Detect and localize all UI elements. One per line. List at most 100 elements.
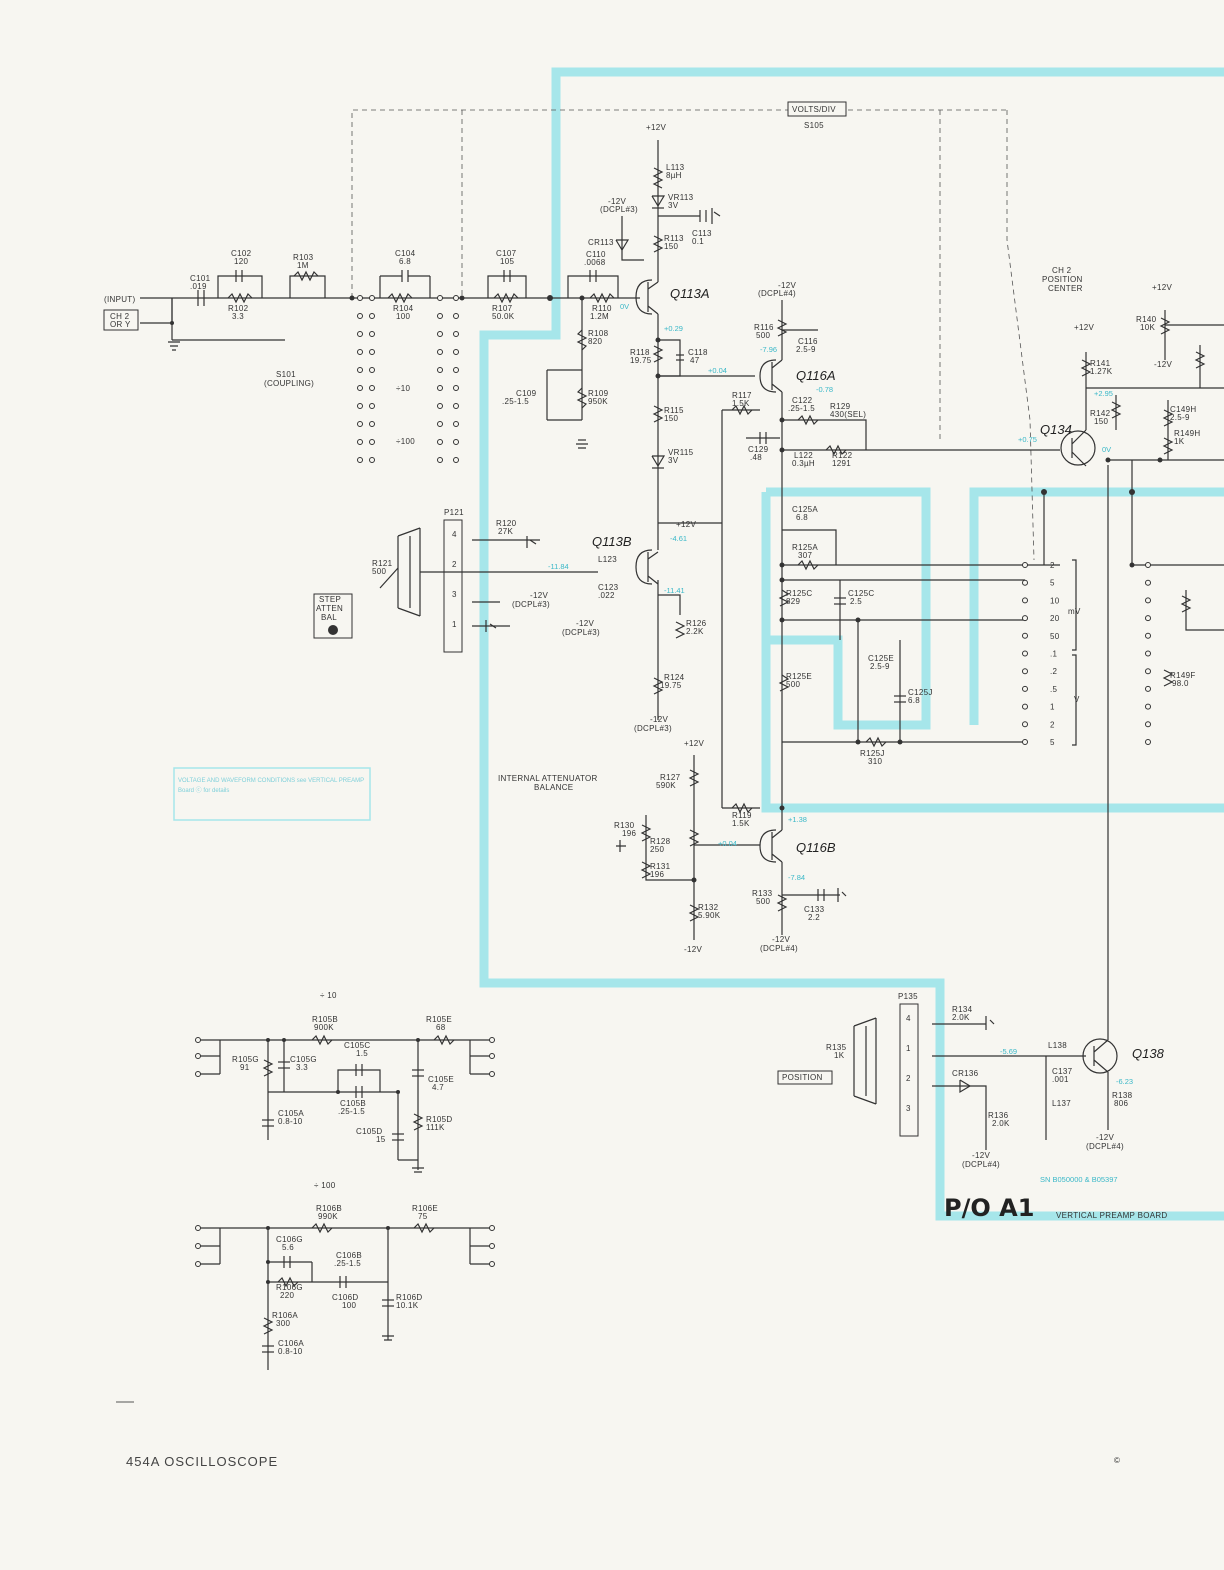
svg-text:R129: R129 — [830, 402, 851, 411]
svg-text:3.3: 3.3 — [232, 312, 244, 321]
board-name: VERTICAL PREAMP BOARD — [1056, 1211, 1168, 1220]
switch-contact — [357, 313, 363, 319]
svg-text:R117: R117 — [732, 391, 752, 400]
svg-text:820: 820 — [588, 337, 602, 346]
svg-text:L122: L122 — [794, 451, 813, 460]
svg-text:0.3µH: 0.3µH — [792, 459, 815, 468]
c101-ref: C101 — [190, 274, 211, 283]
input-section — [140, 270, 640, 441]
svg-text:C125C: C125C — [848, 589, 874, 598]
svg-text:C129: C129 — [748, 445, 769, 454]
svg-text:R118: R118 — [630, 348, 650, 357]
svg-text:75: 75 — [418, 1212, 428, 1221]
switch-contact — [1022, 739, 1028, 745]
svg-text:(DCPL#3): (DCPL#3) — [600, 205, 638, 214]
svg-text:(DCPL#4): (DCPL#4) — [758, 289, 796, 298]
switch-contact — [369, 457, 375, 463]
svg-text:R106A: R106A — [272, 1311, 298, 1320]
switch-contact — [357, 349, 363, 355]
svg-text:VR115: VR115 — [668, 448, 694, 457]
svg-text:2: 2 — [906, 1074, 911, 1083]
switch-contact — [369, 295, 375, 301]
svg-text:6.8: 6.8 — [908, 696, 920, 705]
switch-contact — [357, 421, 363, 427]
range-step-label: 20 — [1050, 614, 1060, 623]
svg-text:C118: C118 — [688, 348, 708, 357]
switch-contact — [369, 439, 375, 445]
range-step-label: 2 — [1050, 561, 1055, 570]
svg-text:+0.29: +0.29 — [664, 324, 683, 333]
svg-text:1.5: 1.5 — [356, 1049, 368, 1058]
svg-text:R116: R116 — [754, 323, 774, 332]
mv-unit-label: mV — [1068, 607, 1081, 616]
div100-heading: ÷ 100 — [314, 1181, 336, 1190]
q138-symbol — [1082, 1038, 1118, 1074]
switch-contact — [437, 313, 443, 319]
svg-text:10K: 10K — [1140, 323, 1155, 332]
svg-text:L113: L113 — [666, 163, 685, 172]
svg-text:C125J: C125J — [908, 688, 933, 697]
p135-label: P135 — [898, 992, 918, 1001]
switch-contact — [1145, 685, 1151, 692]
svg-text:R125A: R125A — [792, 543, 818, 552]
svg-text:R125E: R125E — [786, 672, 812, 681]
svg-text:+12V: +12V — [676, 520, 696, 529]
svg-text:R135: R135 — [826, 1043, 847, 1052]
svg-text:C125E: C125E — [868, 654, 894, 663]
switch-contact — [1145, 739, 1151, 745]
svg-text:R102: R102 — [228, 304, 249, 313]
svg-text:-12V: -12V — [1096, 1133, 1114, 1142]
svg-text:R105D: R105D — [426, 1115, 452, 1124]
svg-text:R149F: R149F — [1170, 671, 1196, 680]
svg-text:-7.96: -7.96 — [760, 345, 777, 354]
switch-contact — [1145, 579, 1151, 586]
svg-text:R122: R122 — [832, 451, 853, 460]
svg-text:R110: R110 — [592, 304, 612, 313]
switch-contact — [453, 295, 459, 301]
svg-text:R120: R120 — [496, 519, 517, 528]
svg-text:0.1: 0.1 — [692, 237, 704, 246]
svg-text:196: 196 — [650, 870, 664, 879]
switch-contact — [1145, 597, 1151, 604]
svg-text:2.0K: 2.0K — [952, 1013, 970, 1022]
svg-text:.022: .022 — [598, 591, 615, 600]
svg-text:L123: L123 — [598, 555, 617, 564]
div100-attenuator — [195, 1222, 495, 1370]
ground-symbols — [168, 208, 995, 1341]
svg-text:806: 806 — [1114, 1099, 1128, 1108]
svg-text:R108: R108 — [588, 329, 609, 338]
svg-text:C109: C109 — [516, 389, 537, 398]
svg-text:-12V: -12V — [608, 197, 626, 206]
board-outline — [173, 67, 1224, 1221]
svg-text:-12V: -12V — [650, 715, 668, 724]
switch-contact — [1022, 579, 1028, 586]
page-title: 454A OSCILLOSCOPE — [126, 1454, 278, 1469]
svg-text:4.7: 4.7 — [432, 1083, 444, 1092]
svg-text:.019: .019 — [190, 282, 207, 291]
svg-text:R105B: R105B — [312, 1015, 338, 1024]
svg-text:-0.78: -0.78 — [816, 385, 833, 394]
svg-text:19.75: 19.75 — [630, 356, 652, 365]
input-label: (INPUT) — [104, 295, 135, 304]
svg-text:POSITION: POSITION — [1042, 275, 1083, 284]
svg-text:196: 196 — [622, 829, 636, 838]
svg-text:0.8-10: 0.8-10 — [278, 1117, 303, 1126]
svg-text:C137: C137 — [1052, 1067, 1073, 1076]
svg-text:100: 100 — [396, 312, 410, 321]
switch-contact — [437, 385, 443, 391]
svg-text:3: 3 — [906, 1104, 911, 1113]
s101-label: S101 — [276, 370, 296, 379]
svg-text:1K: 1K — [834, 1051, 845, 1060]
svg-text:C105D: C105D — [356, 1127, 382, 1136]
position-label: POSITION — [782, 1073, 823, 1082]
svg-text:C149H: C149H — [1170, 405, 1196, 414]
svg-text:150: 150 — [664, 242, 678, 251]
svg-text:900K: 900K — [314, 1023, 334, 1032]
svg-text:(DCPL#3): (DCPL#3) — [562, 628, 600, 637]
switch-contact — [437, 349, 443, 355]
svg-text:L137: L137 — [1052, 1099, 1071, 1108]
svg-text:(DCPL#4): (DCPL#4) — [962, 1160, 1000, 1169]
svg-text:C106A: C106A — [278, 1339, 304, 1348]
svg-text:R106B: R106B — [316, 1204, 342, 1213]
